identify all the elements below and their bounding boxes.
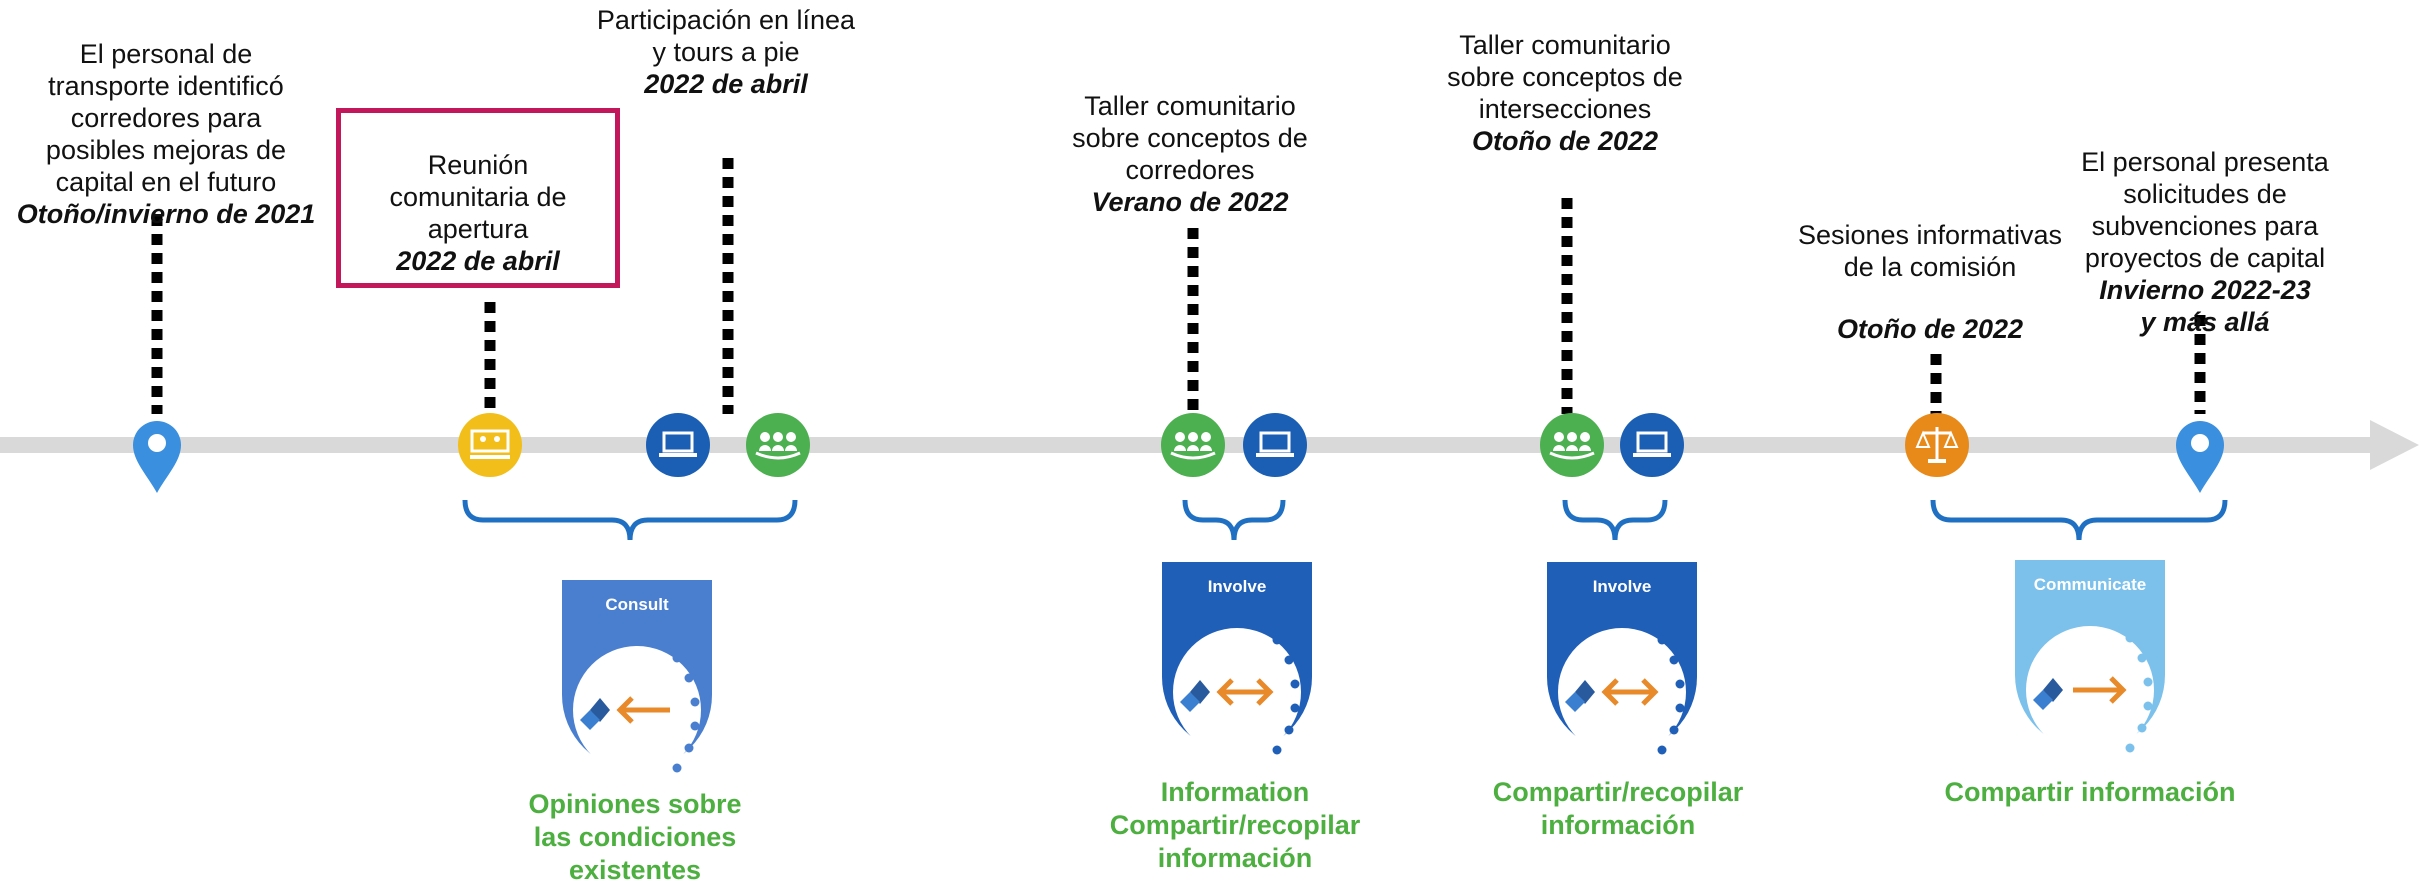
arrow-icon [1216, 678, 1274, 706]
event-date: 2022 de abril [644, 69, 808, 99]
group-icon [1161, 413, 1225, 477]
group-brace [1562, 499, 1668, 541]
event-date-continued: y más allá [2140, 307, 2270, 337]
event-date: Otoño de 2022 [1471, 126, 1659, 156]
badge-involve-1: Involve [1162, 562, 1312, 756]
badge-involve-2: Involve [1547, 562, 1697, 756]
arrow-icon [2073, 676, 2127, 704]
group-icon [746, 413, 810, 477]
badge-label: Consult [605, 595, 669, 614]
group-brace [1182, 499, 1286, 541]
group-brace [462, 499, 798, 541]
badge-label: Involve [1208, 577, 1267, 596]
group-brace [1930, 499, 2228, 541]
event-date: Verano de 2022 [1091, 187, 1289, 217]
badge-consult: Consult [562, 580, 712, 774]
badge-label: Communicate [2034, 575, 2146, 594]
badge-caption-communicate: Compartir información [1944, 777, 2236, 807]
event-date: Invierno 2022-23 [2099, 275, 2311, 305]
badge-communicate: Communicate [2015, 560, 2165, 754]
presentation-icon [458, 413, 522, 477]
laptop-icon [1243, 413, 1307, 477]
badge-label: Involve [1593, 577, 1652, 596]
arrow-icon [616, 696, 670, 724]
event-date: 2022 de abril [396, 246, 560, 276]
group-icon [1540, 413, 1604, 477]
laptop-icon [1620, 413, 1684, 477]
laptop-icon [646, 413, 710, 477]
event-date: Otoño/invierno de 2021 [16, 199, 316, 229]
timeline-arrowhead [2370, 420, 2419, 470]
map-pin-icon [2176, 421, 2224, 493]
arrow-icon [1601, 678, 1659, 706]
event-date: Otoño de 2022 [1836, 314, 2024, 344]
scales-icon [1905, 413, 1969, 477]
highlight-box [336, 108, 620, 288]
map-pin-icon [133, 421, 181, 493]
